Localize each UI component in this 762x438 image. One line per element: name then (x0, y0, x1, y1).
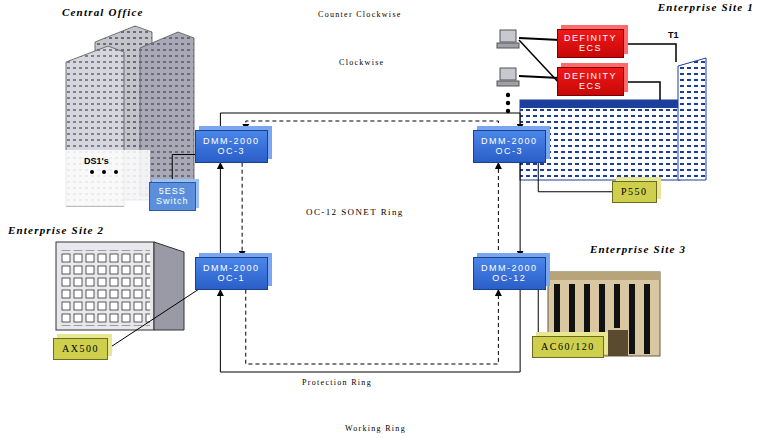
computer-icon (497, 81, 519, 86)
pbx-box: DEFINITY ECS (557, 29, 624, 58)
computer-icon (500, 30, 516, 42)
node-text: DMM-2000 (481, 136, 538, 146)
equipment-box: P550 (612, 181, 657, 203)
switch-box: 5ESS Switch (149, 182, 196, 211)
building-windows (60, 250, 150, 326)
protection-ring-link (246, 121, 499, 130)
site-title: Enterprise Site 2 (8, 224, 104, 236)
cornice (548, 272, 660, 280)
node-text: OC-3 (496, 146, 524, 156)
phone-line (519, 40, 560, 84)
column (614, 284, 620, 328)
computer-icon (497, 43, 519, 48)
protection-ring-link (242, 163, 243, 257)
tributary-link (538, 290, 539, 336)
protection-ring-link (246, 290, 499, 364)
dot (506, 93, 510, 97)
dot (506, 101, 510, 105)
enterprise-site-2-building (56, 242, 184, 330)
building (56, 242, 154, 330)
node-text: P550 (621, 186, 648, 198)
node-text: DMM-2000 (203, 136, 260, 146)
protection-ring-link (498, 163, 499, 257)
phone-line (519, 38, 560, 40)
node-text: OC-1 (218, 273, 246, 283)
t1-line (624, 44, 676, 62)
working-ring-link (520, 163, 521, 257)
tributary-link (538, 163, 612, 192)
working-ring-link (220, 290, 520, 372)
annotation: Protection Ring (302, 378, 372, 387)
multiplexer-box: DMM-2000OC-12 (473, 257, 546, 290)
roof (520, 100, 680, 108)
ds1-dot (102, 170, 106, 174)
column (644, 284, 650, 354)
working-ring-link (220, 113, 520, 130)
tower-windows (678, 58, 706, 180)
equipment-box: AC60/120 (532, 336, 604, 358)
node-text: DMM-2000 (481, 263, 538, 273)
node-text: DMM-2000 (203, 263, 260, 273)
pbx-box: DEFINITY ECS (557, 67, 624, 96)
door (608, 330, 628, 356)
site-title: Enterprise Site 1 (658, 1, 754, 13)
tower (678, 58, 706, 180)
building-side (154, 242, 184, 330)
column (629, 284, 635, 354)
central-office-building (60, 26, 194, 206)
node-text: DEFINITY ECS (564, 33, 617, 54)
node-text: OC-12 (492, 273, 526, 283)
site-title: Enterprise Site 3 (590, 243, 686, 255)
annotation: T1 (668, 30, 679, 40)
node-text: AX500 (62, 343, 99, 355)
ds1-dot (114, 170, 118, 174)
base (60, 150, 150, 206)
node-text: OC-3 (218, 146, 246, 156)
tributary-link (172, 155, 195, 182)
multiplexer-box: DMM-2000OC-1 (195, 257, 268, 290)
annotation: OC-12 SONET Ring (306, 207, 404, 217)
annotation: Working Ring (345, 424, 406, 433)
tributary-link (108, 290, 198, 349)
node-text: 5ESS Switch (156, 186, 189, 207)
ds1-dot (90, 170, 94, 174)
annotation: Clockwise (339, 58, 384, 67)
multiplexer-box: DMM-2000OC-3 (195, 130, 268, 163)
annotation: DS1's (84, 156, 109, 166)
working-ring-link (220, 163, 221, 257)
node-text: AC60/120 (541, 341, 595, 353)
multiplexer-box: DMM-2000OC-3 (473, 130, 546, 163)
equipment-box: AX500 (53, 338, 108, 360)
annotation: Counter Clockwise (318, 10, 402, 19)
computer-icon (500, 68, 516, 80)
node-text: DEFINITY ECS (564, 71, 617, 92)
t1-line (624, 82, 660, 100)
site-title: Central Office (62, 6, 144, 18)
